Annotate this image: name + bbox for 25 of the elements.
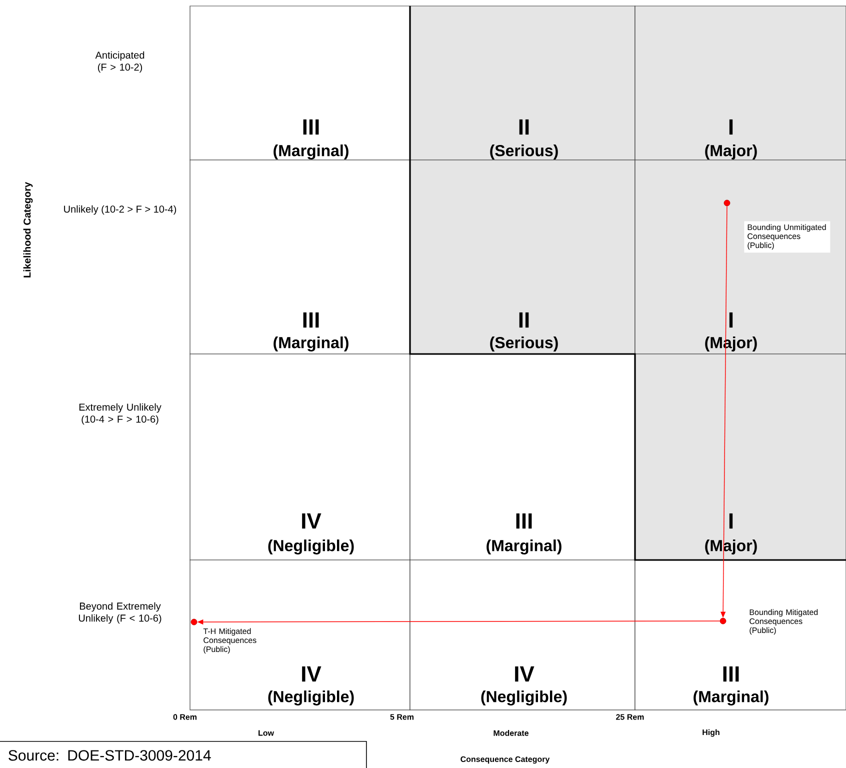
risk-cell: IV (Negligible) [190,354,410,560]
risk-cell: III (Marginal) [190,160,410,354]
axis-label: High [702,729,720,737]
axis-label: Anticipated (F > 10-2) [95,51,144,73]
axis-label: Unlikely (10-2 > F > 10-4) [64,205,176,215]
axis-label: 0 Rem [173,714,196,720]
point-marker [190,618,198,626]
source-box: Source: DOE-STD-3009-2014 [0,740,367,768]
point-marker [720,618,726,624]
axis-label: 25 Rem [616,714,644,720]
axis-title: Likelihood Category [23,182,33,278]
point-marker [724,200,730,206]
risk-cell: II (Serious) [410,160,636,354]
risk-cell: II (Serious) [410,6,636,160]
axis-label: 5 Rem [390,714,414,720]
risk-cell: III (Marginal) [190,6,410,160]
axis-title: Consequence Category [460,756,550,764]
axis-label: Moderate [494,730,528,736]
risk-cell: III (Marginal) [410,354,636,560]
axis-label: Extremely Unlikely (10-4 > F > 10-6) [79,403,162,425]
callout-text: T-H Mitigated Consequences (Public) [203,628,256,654]
risk-cell: IV (Negligible) [410,560,636,710]
callout-text: Bounding Unmitigated Consequences (Public) [744,221,830,253]
callout-text: Bounding Mitigated Consequences (Public) [750,609,818,635]
risk-cell: I (Major) [634,6,846,160]
